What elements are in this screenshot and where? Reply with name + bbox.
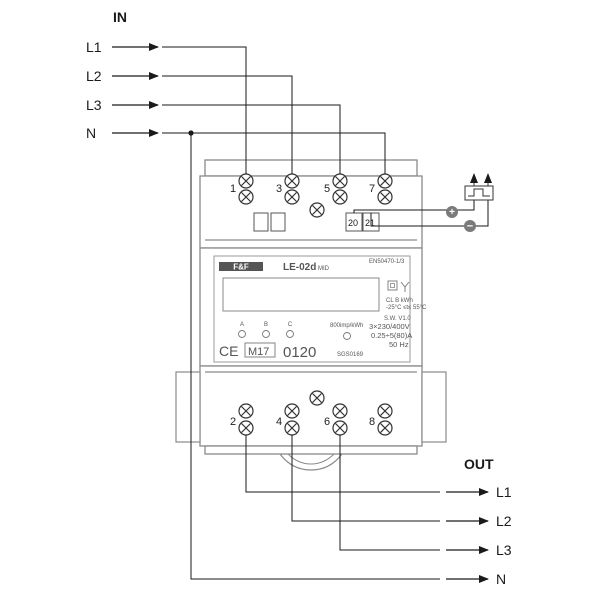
output-arrows: [446, 488, 489, 583]
phase-led-a: [238, 330, 246, 338]
voltage-rating: 3×230/400V: [369, 322, 410, 331]
minus-bubble: [464, 220, 476, 232]
input-title: IN: [113, 9, 127, 25]
current-rating: 0.25÷5(80)A: [371, 331, 412, 340]
input-label-l1: L1: [86, 39, 102, 55]
output-label-l2: L2: [496, 513, 512, 529]
input-label-n: N: [86, 125, 96, 141]
pulse-label-21: 21: [365, 218, 375, 228]
svg-text:F&F: F&F: [233, 263, 249, 272]
software-version: S.W. V1.0: [384, 316, 411, 322]
terminal-number-6: 6: [324, 416, 330, 428]
terminal-number-3: 3: [276, 183, 282, 195]
bottom-block-cap: [204, 445, 418, 455]
din-clip: [279, 453, 343, 471]
terminal-number-2: 2: [230, 416, 236, 428]
minus-sign: −: [467, 221, 473, 233]
phase-label-c: C: [288, 322, 293, 328]
plus-bubble: [446, 206, 458, 218]
cover-slot-right: [270, 212, 286, 232]
pulse-label-20: 20: [348, 218, 358, 228]
terminal-number-4: 4: [276, 416, 282, 428]
lcd-display: [222, 277, 380, 312]
frequency-rating: 50 Hz: [389, 340, 409, 349]
model-name: LE-02d: [283, 262, 316, 273]
metrology-mark: M17: [248, 346, 269, 358]
wires: [162, 46, 489, 580]
brand-logo: F&F: [219, 262, 263, 272]
double-insulation-icon: [387, 280, 398, 291]
pulse-counter-icon: [464, 173, 494, 201]
output-title: OUT: [464, 456, 494, 472]
output-label-n: N: [496, 571, 506, 587]
output-label-l1: L1: [496, 484, 512, 500]
terminal-number-8: 8: [369, 416, 375, 428]
cover-slot-left: [253, 212, 269, 232]
plus-sign: +: [449, 207, 455, 218]
neutral-junction: [188, 130, 194, 136]
front-panel: [213, 255, 411, 363]
phase-led-b: [262, 330, 270, 338]
spec-class: CL B kWh: [386, 298, 413, 304]
input-label-l3: L3: [86, 97, 102, 113]
serial-number: SGS0169: [337, 352, 364, 358]
metrology-mark-box: [244, 342, 276, 358]
phase-led-c: [286, 330, 294, 338]
antenna-icon: [400, 281, 410, 292]
spec-temperature: -25°C ≤t≤ 55°C: [386, 305, 427, 311]
phase-label-a: A: [240, 322, 244, 328]
terminal-number-1: 1: [230, 183, 236, 195]
input-label-l2: L2: [86, 68, 102, 84]
standard-label: EN50470-1/3: [369, 259, 405, 265]
model-suffix: MID: [318, 266, 330, 272]
top-center-screw: [309, 202, 325, 218]
terminal-number-7: 7: [369, 183, 375, 195]
bottom-center-screw: [309, 390, 325, 406]
side-fins: [175, 239, 447, 443]
terminal-number-5: 5: [324, 183, 330, 195]
impulse-constant: 800imp/kWh: [330, 323, 363, 329]
notified-body-number: 0120: [283, 344, 316, 361]
phase-label-b: B: [264, 322, 268, 328]
input-arrows: [112, 43, 159, 137]
ce-mark: CE: [219, 343, 238, 359]
impulse-led: [343, 332, 351, 340]
output-label-l3: L3: [496, 542, 512, 558]
